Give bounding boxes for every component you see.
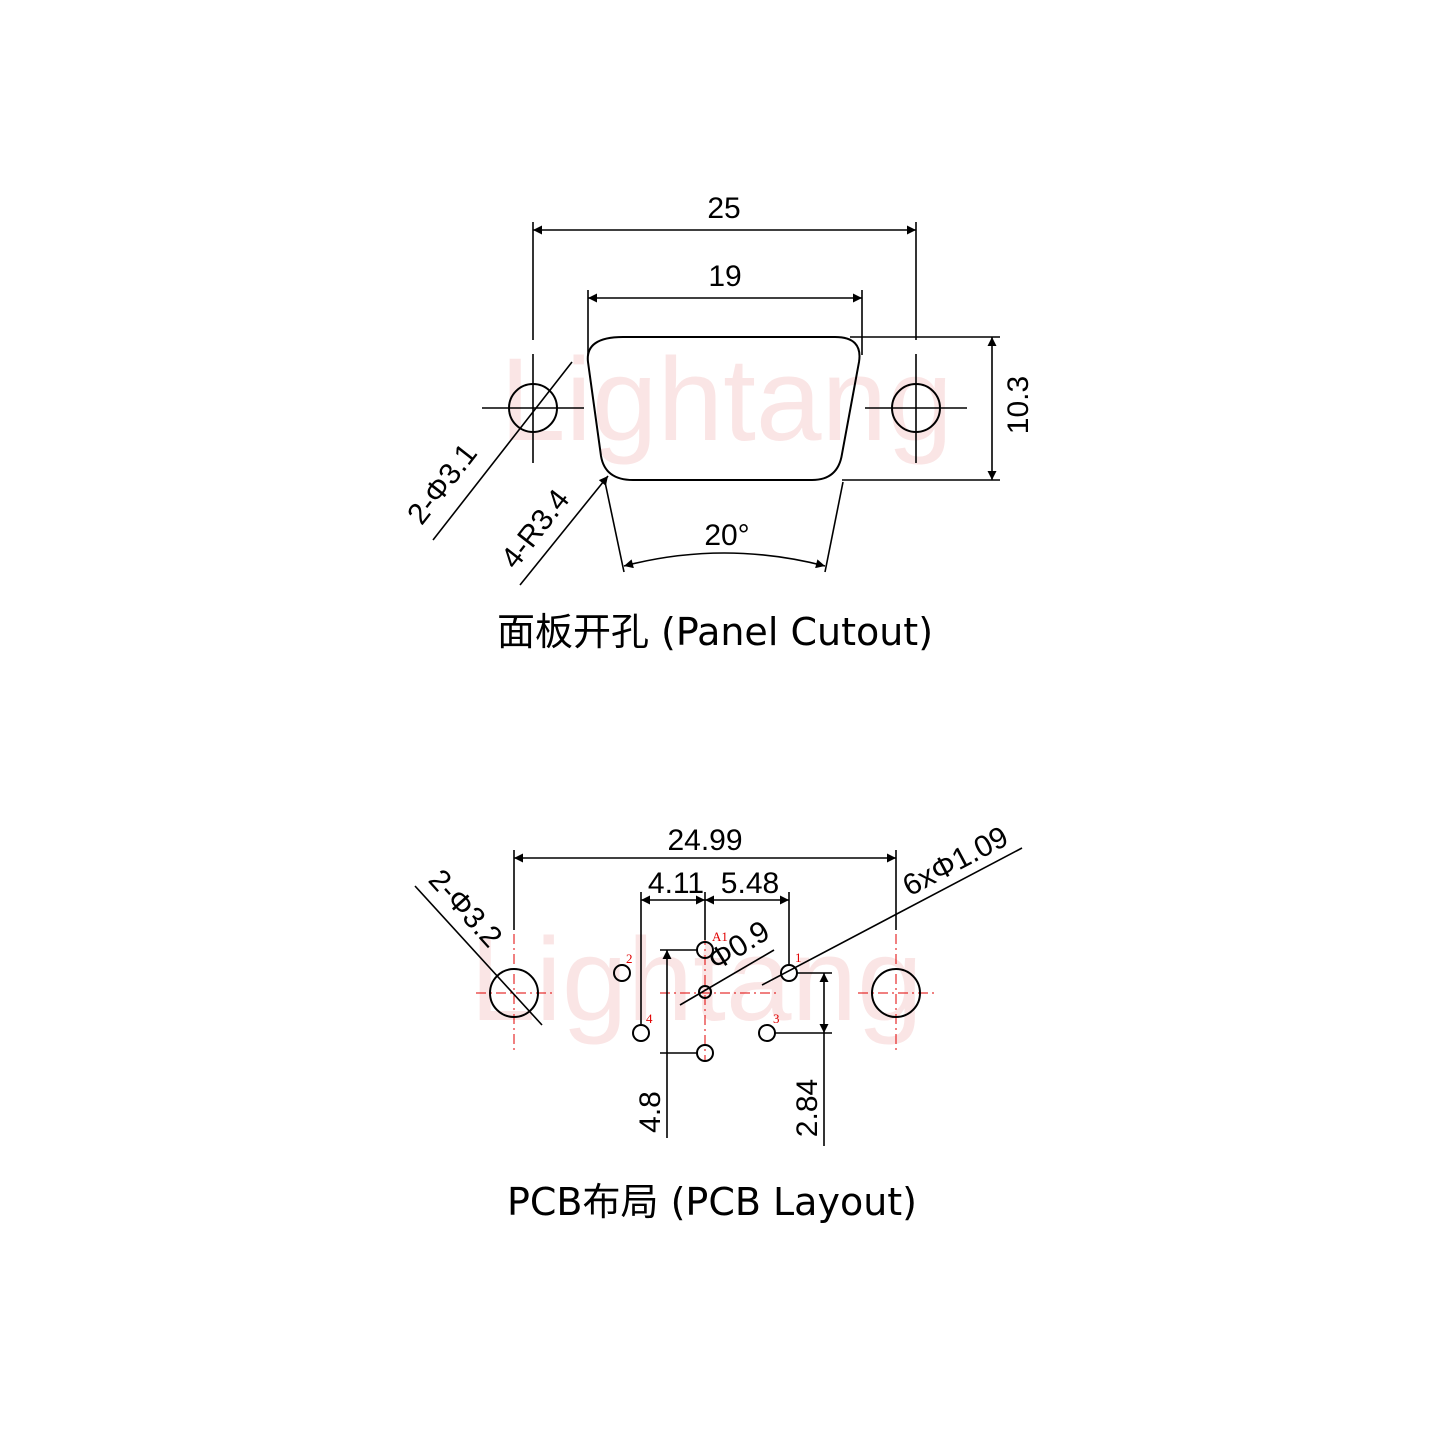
- pin-label-1: 1: [795, 950, 802, 965]
- pin-label-a1: A1: [712, 929, 728, 944]
- dim-19: 19: [708, 260, 741, 293]
- pin-label-3: 3: [773, 1011, 780, 1026]
- pcb-pin-4: [632, 1024, 650, 1042]
- pcb-left-mount-hole: [489, 968, 539, 1018]
- watermark-bottom: Lightang: [470, 914, 923, 1046]
- panel-cutout-caption: 面板开孔 (Panel Cutout): [497, 610, 933, 654]
- pcb-pin-2: [613, 964, 631, 982]
- pcb-layout-caption: PCB布局 (PCB Layout): [507, 1180, 917, 1224]
- watermark-top: Lightang: [500, 334, 953, 466]
- pin-label-2: 2: [626, 951, 633, 966]
- pcb-right-mount-hole: [871, 968, 921, 1018]
- dim-24-99: 24.99: [667, 824, 742, 857]
- dim-4-11: 4.11: [648, 867, 704, 900]
- dim-25: 25: [707, 192, 740, 225]
- pcb-center-hole: [698, 985, 712, 999]
- dim-5-48: 5.48: [721, 867, 779, 900]
- pin-label-4: 4: [646, 1011, 653, 1026]
- dim-4-r3-4: 4-R3.4: [495, 484, 576, 575]
- dim-2-phi3-1: 2-Φ3.1: [401, 438, 484, 531]
- dim-2-84: 2.84: [791, 1079, 824, 1137]
- dim-10-3: 10.3: [1002, 376, 1035, 434]
- dim-4-8: 4.8: [634, 1091, 667, 1133]
- dim-20-deg: 20°: [704, 519, 749, 552]
